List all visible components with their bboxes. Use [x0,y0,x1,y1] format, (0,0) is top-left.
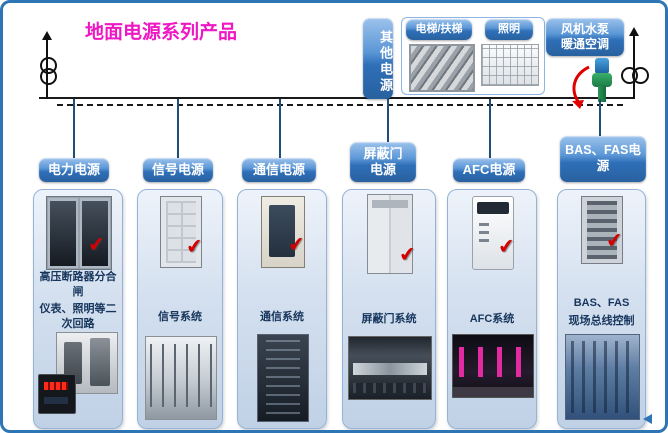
escalator-image [409,44,475,92]
water-pump-image [588,58,616,102]
label-signal-power: 信号电源 [143,158,213,182]
circuit-breaker-image [56,332,118,394]
desc-communication: 通信系统 [260,311,304,323]
desc-psd: 屏蔽门系统 [361,313,417,325]
signal-system-photo [145,336,217,420]
label-power-supply: 电力电源 [39,158,109,182]
label-hvac: 暖通空调 [560,37,609,51]
panel-communication-power: ✔ 通信系统 [237,189,327,429]
desc-bas-1: BAS、FAS [573,297,630,309]
power-bus-dashed-line [57,104,623,106]
signal-cabinet-image [160,196,202,268]
feeder-line [633,35,635,99]
check-icon: ✔ [86,233,106,257]
pump-body [592,73,612,87]
bas-cabinet-image [581,196,623,264]
afc-gates-photo [452,334,534,398]
desc-power-1: 高压断路器分合闸 [39,271,117,298]
right-feeder-transformer-symbol [621,27,651,99]
check-icon: ✔ [286,233,306,257]
lighting-fixture-image [481,44,539,86]
desc-afc: AFC系统 [469,313,515,325]
panel-afc-power: ✔ AFC系统 [447,189,537,429]
panel-bas-fas-power: ✔ BAS、FAS 现场总线控制 [557,189,646,429]
afc-cabinet-image [472,196,514,270]
transformer-circle [40,68,57,85]
label-other-power: 其他电源 [363,18,393,99]
label-psd-power-line1: 屏蔽门 [363,145,403,161]
connector-line [279,99,281,158]
panel-power-supply: ✔ 高压断路器分合闸 仪表、照明等二次回路 [33,189,123,429]
pump-pipe [598,86,606,102]
power-cabinet-image [46,196,112,270]
connector-line [73,99,75,158]
label-fan-pump-hvac: 风机水泵 暖通空调 [546,18,624,56]
arrow-up-icon [42,31,52,40]
fieldbus-racks-photo [565,334,640,420]
desc-bas-2: 现场总线控制 [568,315,635,327]
label-afc-power: AFC电源 [453,158,525,182]
label-psd-power: 屏蔽门 电源 [350,142,416,182]
desc-signal: 信号系统 [158,311,202,323]
psd-cabinet-image [367,194,413,274]
platform-screen-door-photo [348,336,432,400]
connector-line [489,99,491,158]
connector-line [177,99,179,158]
check-icon: ✔ [184,235,204,259]
label-communication-power: 通信电源 [242,158,316,182]
check-icon: ✔ [496,235,516,259]
panel-psd-power: ✔ 屏蔽门系统 [342,189,436,429]
panel-signal-power: ✔ 信号系统 [137,189,223,429]
comm-cabinet-image [261,196,305,268]
arrow-up-icon [629,27,639,36]
transformer-circle [632,67,649,84]
page-title: 地面电源系列产品 [85,22,238,43]
corner-arrow-mark [643,414,652,424]
check-icon: ✔ [397,243,417,267]
label-psd-power-line2: 电源 [369,162,396,177]
connector-line [599,99,601,136]
label-elevator-escalator: 电梯/扶梯 [406,19,472,40]
desc-power-2: 仪表、照明等二次回路 [39,303,117,330]
pump-motor [595,58,609,74]
connector-line [387,99,389,142]
power-bus-line [39,97,635,99]
meter-image [38,374,76,414]
check-icon: ✔ [604,229,624,253]
left-feeder-transformer-symbol [35,31,63,99]
label-lighting: 照明 [485,19,533,40]
red-curved-arrow-icon [572,65,590,109]
label-fan-pump: 风机水泵 [560,22,609,36]
label-bas-fas-power: BAS、FAS电源 [560,136,646,182]
comm-rack-photo [257,334,309,422]
